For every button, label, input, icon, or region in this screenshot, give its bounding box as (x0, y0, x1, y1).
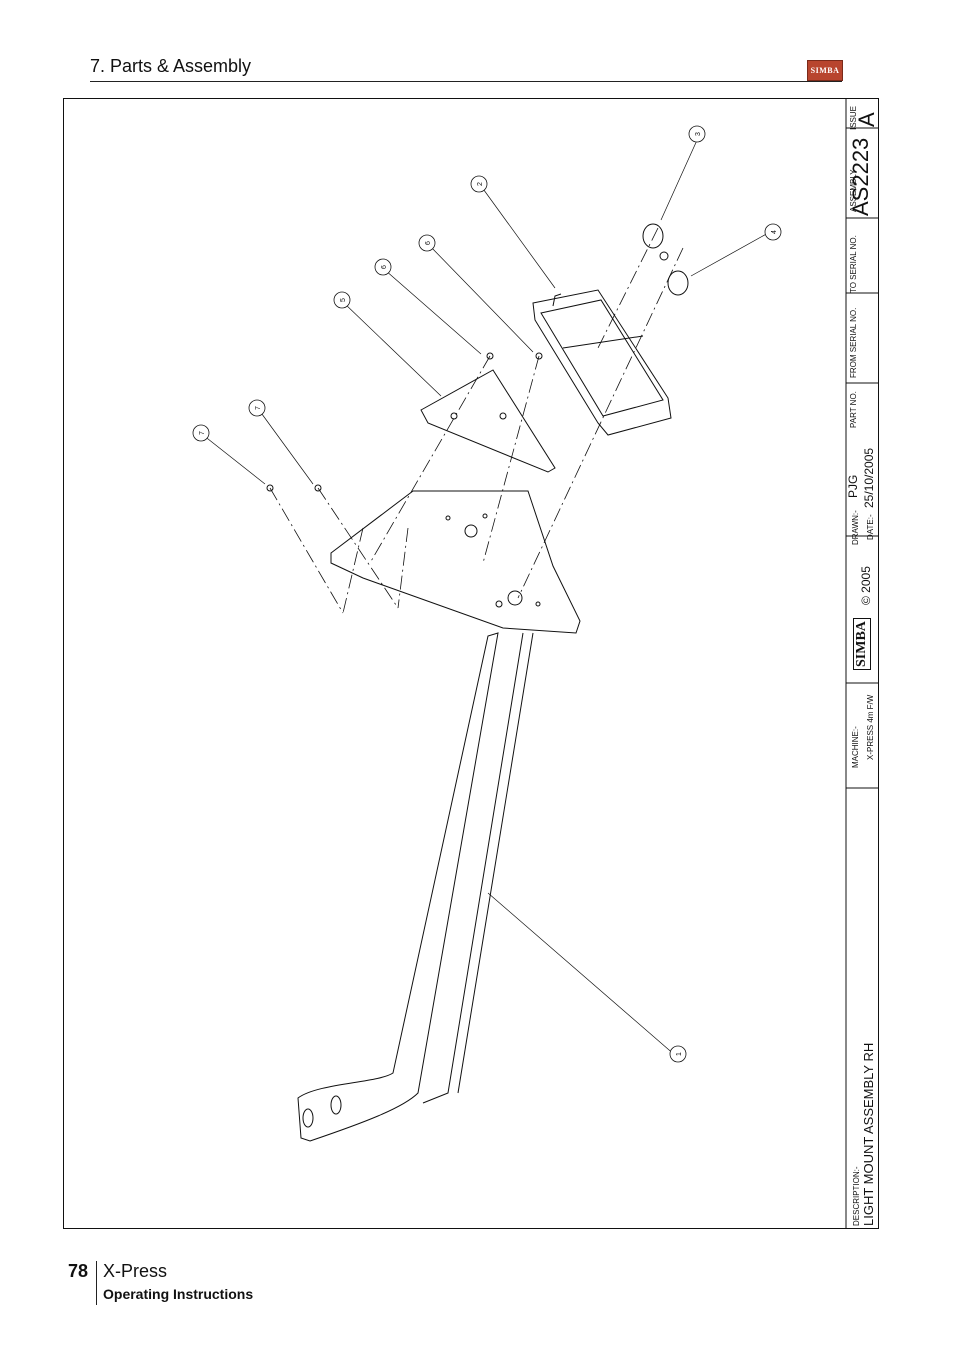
machine-label: MACHINE:- (851, 726, 860, 768)
issue: A (854, 112, 879, 127)
date: 25/10/2005 (862, 447, 876, 508)
description: LIGHT MOUNT ASSEMBLY RH (861, 1042, 876, 1226)
balloon-5-label: 5 (340, 298, 347, 302)
date-label: DATE:- (866, 514, 875, 540)
simba-logo: SIMBA (807, 60, 843, 81)
balloon-4-label: 4 (771, 230, 778, 234)
balloon-6b-circle (418, 234, 436, 252)
exploded-assembly-drawing: 1 2 3 4 5 6 6 7 7 (192, 98, 879, 1229)
footer-subtitle: Operating Instructions (103, 1286, 254, 1302)
drawn-label: DRAWN:- (851, 510, 860, 545)
title-block-brand: SIMBA (853, 618, 871, 670)
balloon-7b-label: 7 (199, 431, 206, 435)
balloon-2-circle (470, 175, 488, 193)
balloon-5-circle (333, 291, 351, 309)
balloon-7a-circle (248, 399, 266, 417)
balloon-7b-circle (192, 424, 210, 442)
machine: X-PRESS 4m F/W (866, 694, 875, 760)
drawn-by: PJG (846, 474, 860, 498)
balloon-4-circle (764, 223, 782, 241)
balloon-3-label: 3 (695, 132, 702, 136)
page-number: 78 (68, 1261, 89, 1281)
balloon-3-circle (688, 125, 706, 143)
balloon-1-circle (669, 1045, 687, 1063)
balloon-6a-circle (374, 258, 392, 276)
description-label: DESCRIPTION:- (852, 1166, 861, 1226)
balloon-6a-label: 6 (381, 265, 388, 269)
footer-brand: X-Press (103, 1261, 168, 1281)
section-title: 7. Parts & Assembly (90, 56, 252, 76)
assembly-number: AS2223 (848, 137, 873, 216)
balloon-2-label: 2 (477, 182, 484, 186)
to-serial-label: TO SERIAL NO. (849, 235, 858, 293)
balloon-1-label: 1 (676, 1052, 683, 1056)
balloon-6b-label: 6 (425, 241, 432, 245)
from-serial-label: FROM SERIAL NO. (849, 307, 858, 378)
simba-logo-text: SIMBA (810, 66, 840, 75)
balloon-7a-label: 7 (255, 406, 262, 410)
part-no-label: PART NO. (849, 391, 858, 428)
header-rule (90, 81, 842, 82)
copyright: © 2005 (859, 566, 873, 605)
footer-divider (96, 1261, 97, 1305)
drawing-frame (63, 98, 879, 1229)
